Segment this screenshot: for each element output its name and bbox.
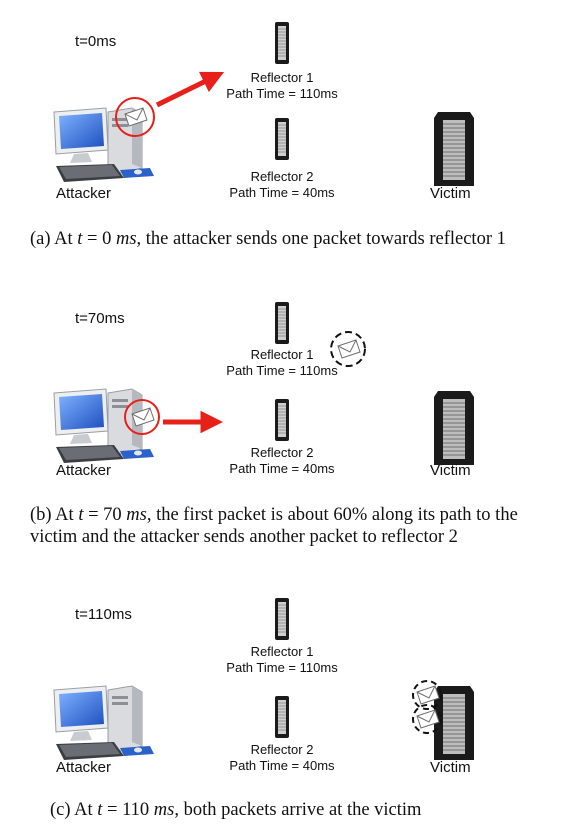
caption-unit: ms (115, 229, 137, 249)
attacker-computer-icon (53, 685, 155, 761)
panel-a: t=0ms Reflector 1 Path Time = 110ms Refl… (0, 0, 576, 285)
victim-label: Victim (430, 759, 471, 776)
panel-c: t=110ms Reflector 1 Path Time = 110ms Re… (0, 582, 576, 832)
reflector-2-path-time: Path Time = 40ms (229, 185, 335, 200)
reflector-1-server-icon (274, 301, 290, 345)
caption-unit: ms (153, 800, 175, 820)
caption-unit: ms (126, 505, 147, 525)
victim-server-icon (433, 111, 475, 187)
packet-in-transit-circle (330, 331, 366, 367)
victim-label: Victim (430, 462, 471, 479)
reflector-1-path-time: Path Time = 110ms (226, 86, 338, 101)
reflector-2-name: Reflector 2 (250, 742, 314, 757)
reflector-2-server-icon (274, 695, 290, 739)
attacker-label: Attacker (56, 185, 112, 202)
panel-b: t=70ms Reflector 1 Path Time = 110ms Ref… (0, 285, 576, 582)
time-label: t=0ms (75, 33, 117, 50)
reflector-1-name: Reflector 1 (250, 644, 314, 659)
highlight-circle (115, 97, 155, 137)
reflector-2-name: Reflector 2 (250, 169, 314, 184)
caption-suffix: , both packets arrive at the victim (174, 800, 422, 820)
packet-arrow (155, 71, 225, 108)
caption-suffix: , the attacker sends one packet towards … (136, 229, 506, 249)
time-label: t=70ms (75, 310, 125, 327)
highlight-circle (124, 399, 160, 435)
reflector-2-name: Reflector 2 (250, 445, 314, 460)
caption-prefix: (a) At (30, 229, 78, 249)
caption-prefix: (c) At (50, 800, 98, 820)
victim-label: Victim (430, 185, 471, 202)
reflector-1-name: Reflector 1 (250, 347, 314, 362)
time-label: t=110ms (75, 606, 132, 623)
attacker-label: Attacker (56, 462, 112, 479)
caption-suffix: , the first packet is about 60% along it… (30, 505, 518, 547)
reflector-1-name: Reflector 1 (250, 70, 314, 85)
caption-b: (b) At t = 70 ms, the first packet is ab… (30, 504, 550, 548)
reflector-2-label: Reflector 2 Path Time = 40ms (222, 169, 342, 201)
panel-b-graphic (53, 301, 475, 466)
reflector-2-label: Reflector 2 Path Time = 40ms (222, 445, 342, 477)
caption-prefix: (b) At (30, 505, 79, 525)
caption-a: (a) At t = 0 ms, the attacker sends one … (30, 228, 550, 250)
caption-var: t (78, 505, 84, 525)
victim-server-icon (433, 390, 475, 466)
caption-eq: = 70 (83, 505, 127, 525)
reflector-1-label: Reflector 1 Path Time = 110ms (222, 70, 342, 102)
reflector-1-path-time: Path Time = 110ms (226, 363, 338, 378)
caption-var: t (77, 229, 83, 249)
reflector-1-path-time: Path Time = 110ms (226, 660, 338, 675)
packet-arrived-circle (412, 680, 442, 710)
packet-arrived-circle (412, 704, 442, 734)
reflector-2-path-time: Path Time = 40ms (229, 461, 335, 476)
reflector-1-server-icon (274, 597, 290, 641)
panel-c-graphic (53, 597, 475, 761)
attacker-label: Attacker (56, 759, 112, 776)
reflector-2-server-icon (274, 398, 290, 442)
reflector-2-label: Reflector 2 Path Time = 40ms (222, 742, 342, 774)
caption-var: t (97, 800, 103, 820)
reflector-2-path-time: Path Time = 40ms (229, 758, 335, 773)
caption-c: (c) At t = 110 ms, both packets arrive a… (50, 799, 570, 821)
reflector-2-server-icon (274, 117, 290, 161)
reflector-1-label: Reflector 1 Path Time = 110ms (222, 347, 342, 379)
reflector-1-server-icon (274, 21, 290, 65)
caption-eq: = 0 (82, 229, 116, 249)
panel-a-graphic (53, 21, 475, 187)
reflector-1-label: Reflector 1 Path Time = 110ms (222, 644, 342, 676)
caption-eq: = 110 (102, 800, 154, 820)
